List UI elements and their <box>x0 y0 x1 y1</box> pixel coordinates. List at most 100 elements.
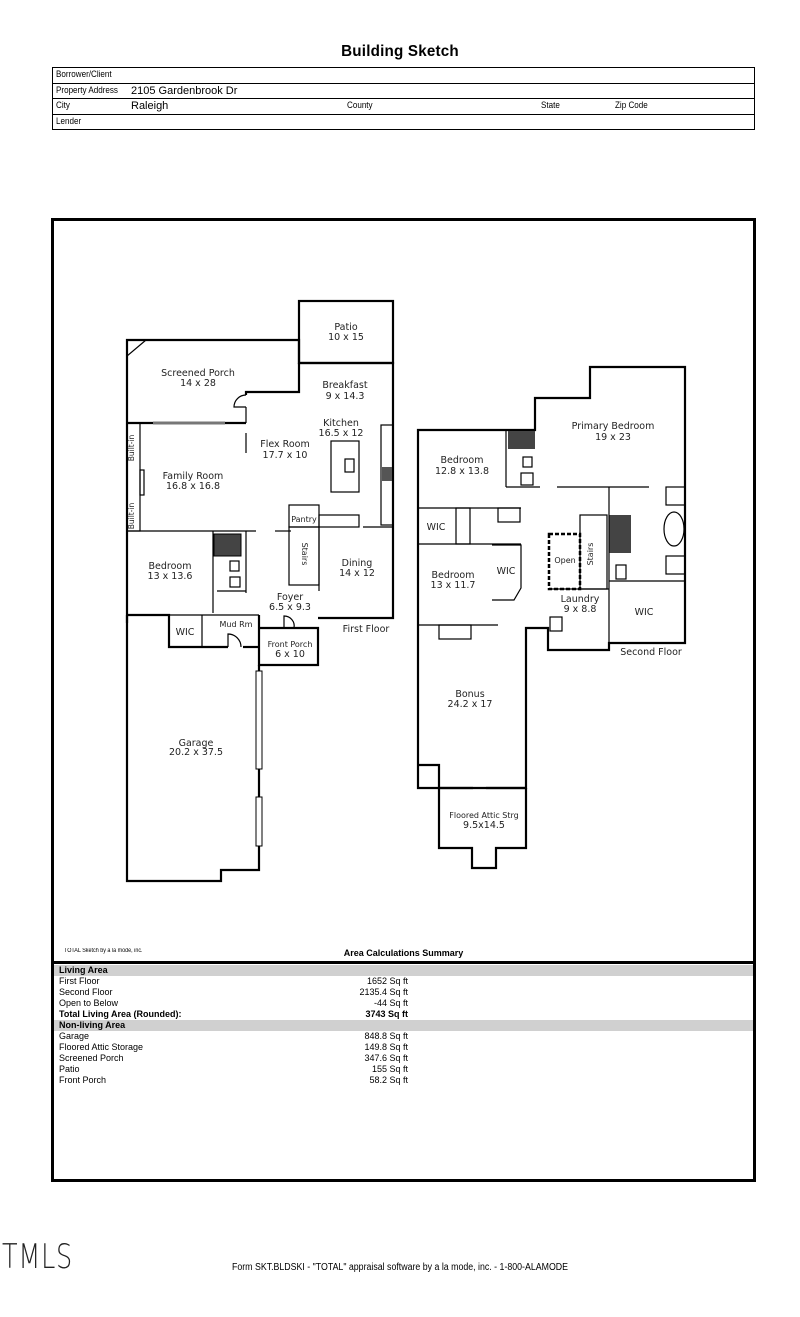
porch-corner <box>126 339 147 357</box>
room-label: Patio <box>334 322 357 333</box>
room-dims: 13 x 13.6 <box>148 571 193 582</box>
room-label: Laundry <box>561 594 600 605</box>
city-row: City Raleigh County State Zip Code <box>53 99 754 115</box>
room-dims: 9.5x14.5 <box>463 820 505 831</box>
room-dims: 13 x 11.7 <box>431 580 476 591</box>
laundry-sink-icon <box>549 616 563 632</box>
row-value: -44 Sq ft <box>373 998 408 1008</box>
room-label: Garage <box>179 738 214 749</box>
toilet-icon <box>522 456 533 468</box>
row-label: Open to Below <box>59 998 119 1008</box>
room-dims: 9 x 14.3 <box>326 391 365 402</box>
floor-plan-sketch: Patio 10 x 15 Screened Porch 14 x 28 Bre… <box>125 299 687 883</box>
room-dims: 10 x 15 <box>328 332 364 343</box>
room-label: Open <box>554 556 575 565</box>
row-label: Patio <box>59 1064 80 1074</box>
first-floor-plan <box>125 299 395 883</box>
room-label: Dining <box>342 558 373 569</box>
room-label: Primary Bedroom <box>572 421 655 432</box>
room-label: Pantry <box>291 515 317 524</box>
row-value: 848.8 Sq ft <box>364 1031 408 1041</box>
row-label: First Floor <box>59 976 100 986</box>
row-label: Second Floor <box>59 987 113 997</box>
range-icon <box>382 467 392 481</box>
row-value: 347.6 Sq ft <box>364 1053 408 1063</box>
front-porch-outline <box>257 615 320 667</box>
room-label: Floored Attic Strg <box>449 811 518 820</box>
room-dims: 16.8 x 16.8 <box>166 481 220 492</box>
room-label: Bonus <box>455 689 484 700</box>
wic-outline <box>492 544 522 601</box>
room-label: Foyer <box>277 592 303 603</box>
lender-row: Lender <box>53 115 754 130</box>
summary-row: Screened Porch 347.6 Sq ft <box>54 1053 753 1064</box>
room-dims: 14 x 12 <box>339 568 375 579</box>
row-label: Screened Porch <box>59 1053 124 1063</box>
divider <box>54 961 753 964</box>
tmls-logo: TMLS <box>2 1237 73 1277</box>
borrower-label: Borrower/Client <box>56 69 112 80</box>
shower-icon <box>609 515 631 553</box>
row-value: 58.2 Sq ft <box>369 1075 408 1085</box>
room-label: Family Room <box>163 471 224 482</box>
property-header-table: Borrower/Client Property Address 2105 Ga… <box>52 67 755 130</box>
room-label: Bedroom <box>149 561 192 572</box>
sink-icon <box>665 555 686 575</box>
counter <box>318 514 360 528</box>
attic-outline <box>418 763 528 870</box>
county-label: County <box>347 100 373 111</box>
floor-label: First Floor <box>343 624 390 635</box>
room-dims: 14 x 28 <box>180 378 216 389</box>
sink-icon <box>344 458 355 473</box>
property-address-value: 2105 Gardenbrook Dr <box>131 84 238 97</box>
sketch-credit: TOTAL Sketch by a la mode, inc. <box>64 948 143 954</box>
property-address-label: Property Address <box>56 84 118 96</box>
room-label: Stairs <box>586 543 595 566</box>
room-dims: 17.7 x 10 <box>263 450 308 461</box>
sink-icon <box>665 486 686 506</box>
sink-icon <box>520 472 534 486</box>
city-label: City <box>56 100 70 111</box>
room-label: WIC <box>427 522 446 533</box>
room-label: Front Porch <box>268 640 313 649</box>
second-floor-plan <box>416 365 687 870</box>
room-label: WIC <box>635 607 654 618</box>
closet <box>438 624 472 640</box>
room-dims: 20.2 x 37.5 <box>169 747 223 758</box>
total-row: Total Living Area (Rounded):3743 Sq ft <box>54 1009 753 1020</box>
garage-door-1 <box>255 670 263 770</box>
room-dims: 16.5 x 12 <box>319 428 364 439</box>
toilet-icon <box>615 564 627 580</box>
vanity-icon <box>497 507 521 523</box>
area-summary-title: Area Calculations Summary <box>343 948 464 958</box>
bathtub-icon <box>455 507 471 545</box>
row-value: 1652 Sq ft <box>366 976 408 986</box>
zip-label: Zip Code <box>615 100 648 111</box>
sketch-frame: Patio 10 x 15 Screened Porch 14 x 28 Bre… <box>51 218 756 1182</box>
built-in-label: Built-in <box>127 502 136 529</box>
toilet-icon <box>229 560 240 572</box>
room-label: Bedroom <box>441 455 484 466</box>
row-value: 2135.4 Sq ft <box>359 987 408 997</box>
city-value: Raleigh <box>131 100 169 112</box>
floor-label: Second Floor <box>620 647 682 658</box>
bathtub-icon <box>663 511 685 547</box>
room-label: Flex Room <box>260 439 309 450</box>
property-address-row: Property Address 2105 Gardenbrook Dr <box>53 84 754 99</box>
built-in-label: Built-in <box>127 434 136 461</box>
room-dims: 12.8 x 13.8 <box>435 466 489 477</box>
room-dims: 6.5 x 9.3 <box>269 602 311 613</box>
room-dims: 24.2 x 17 <box>448 699 493 710</box>
non-living-area-header: Non-living Area <box>54 1020 753 1031</box>
lender-label: Lender <box>56 115 82 127</box>
total-label: Total Living Area (Rounded): <box>59 1009 182 1019</box>
form-footer: Form SKT.BLDSKI - "TOTAL" appraisal soft… <box>231 1262 569 1273</box>
room-label: Stairs <box>300 543 309 566</box>
room-label: Bedroom <box>432 570 475 581</box>
state-label: State <box>541 100 560 111</box>
